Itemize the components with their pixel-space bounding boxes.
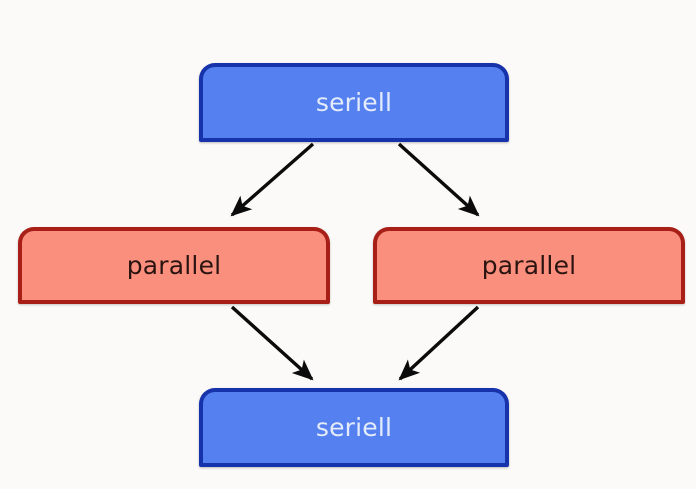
edge-right-to-bottom xyxy=(398,305,480,381)
node-seriell-bottom[interactable]: seriell xyxy=(199,388,509,467)
edge-left-to-bottom xyxy=(230,305,314,381)
node-label: seriell xyxy=(315,413,393,442)
node-label: seriell xyxy=(315,88,393,117)
edge-top-to-left xyxy=(230,142,315,217)
node-label: parallel xyxy=(481,251,577,280)
node-parallel-right[interactable]: parallel xyxy=(373,227,685,304)
node-seriell-top[interactable]: seriell xyxy=(199,63,509,142)
node-parallel-left[interactable]: parallel xyxy=(18,227,330,304)
edge-top-to-right xyxy=(397,142,480,217)
node-label: parallel xyxy=(126,251,222,280)
